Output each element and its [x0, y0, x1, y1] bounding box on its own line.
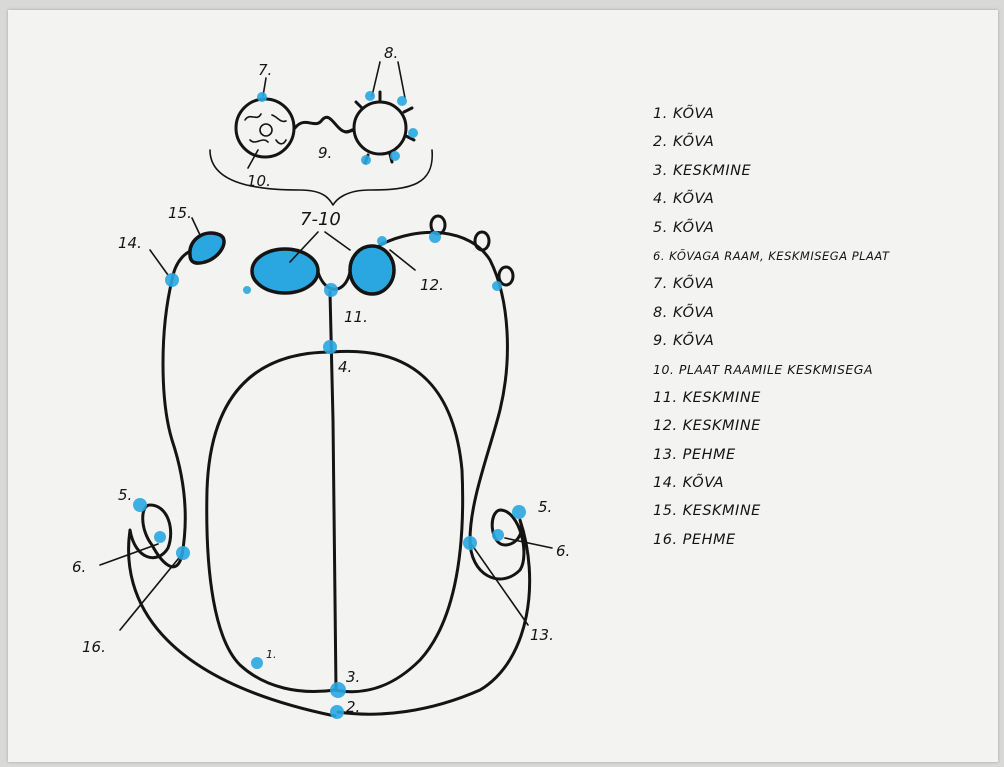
- leader-14: [150, 250, 168, 275]
- legend-item: 2. KÕVA: [653, 128, 889, 156]
- callout-16: 16.: [82, 638, 106, 656]
- legend-item: 14. KÕVA: [653, 469, 889, 497]
- legend-item: 9. KÕVA: [653, 327, 889, 355]
- callout-4: 4.: [338, 358, 352, 376]
- callout-1: 1.: [266, 648, 277, 661]
- legend-item: 1. KÕVA: [653, 100, 889, 128]
- legend-item: 7. KÕVA: [653, 270, 889, 298]
- legend-item: 10. PLAAT RAAMILE KESKMISEGA: [653, 356, 889, 384]
- eye-right: [350, 246, 394, 294]
- callout-2: 2.: [346, 698, 360, 716]
- left-arm-line: [129, 280, 335, 716]
- legend-item: 8. KÕVA: [653, 299, 889, 327]
- legend-item: 15. KESKMINE: [653, 497, 889, 525]
- callout-8: 8.: [384, 44, 398, 62]
- legend-item: 16. PEHME: [653, 526, 889, 554]
- leader-8: [372, 62, 405, 98]
- legend-item: 5. KÕVA: [653, 214, 889, 242]
- callout-6-left: 6.: [72, 558, 86, 576]
- callout-10: 10.: [247, 172, 271, 190]
- inset-circle-right: [354, 102, 406, 154]
- callout-3: 3.: [346, 668, 360, 686]
- eye-left: [252, 249, 318, 293]
- blue-markers: [133, 91, 526, 719]
- leader-13: [472, 545, 528, 625]
- callout-14: 14.: [118, 234, 142, 252]
- legend-item: 6. KÕVAGA RAAM, KESKMISEGA PLAAT: [653, 242, 889, 270]
- legend-item: 11. KESKMINE: [653, 384, 889, 412]
- callout-9: 9.: [318, 144, 332, 162]
- callout-15: 15.: [168, 204, 192, 222]
- inset-circle-left-pattern: [245, 114, 286, 144]
- legend-item: 12. KESKMINE: [653, 412, 889, 440]
- legend-list: 1. KÕVA 2. KÕVA 3. KESKMINE 4. KÕVA 5. K…: [653, 100, 889, 554]
- inset-connector-9: [295, 117, 352, 132]
- callout-7: 7.: [258, 61, 272, 79]
- inset-circle-left-core: [260, 124, 272, 136]
- inset-circle-left: [236, 99, 294, 157]
- callout-5-right: 5.: [538, 498, 552, 516]
- callout-7-10: 7-10: [300, 209, 341, 230]
- callout-6-right: 6.: [556, 542, 570, 560]
- loop-top-2: [475, 232, 489, 250]
- legend-item: 3. KESKMINE: [653, 157, 889, 185]
- loop-top-3: [499, 267, 513, 285]
- legend-item: 4. KÕVA: [653, 185, 889, 213]
- callout-11: 11.: [344, 308, 368, 326]
- blob-15: [190, 233, 224, 263]
- legend-item: 13. PEHME: [653, 441, 889, 469]
- leader-15: [192, 218, 200, 235]
- callout-12: 12.: [420, 276, 444, 294]
- callout-5-left: 5.: [118, 486, 132, 504]
- callout-13: 13.: [530, 626, 554, 644]
